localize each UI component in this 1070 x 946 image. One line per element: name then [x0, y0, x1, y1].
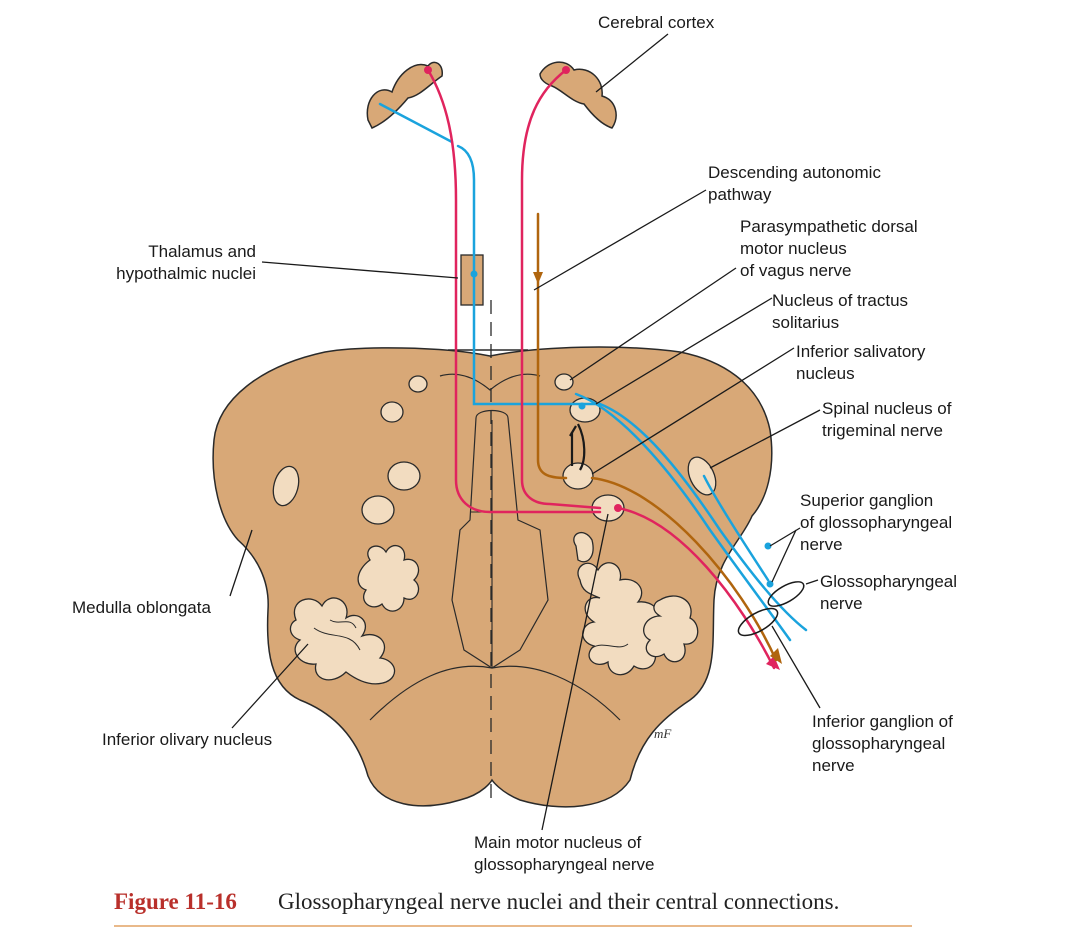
label-thalamus-2: hypothalmic nuclei	[116, 264, 256, 283]
label-spinal-trigeminal-2: trigeminal nerve	[822, 421, 943, 440]
label-inferior-salivatory-2: nucleus	[796, 364, 855, 383]
label-medulla: Medulla oblongata	[72, 598, 211, 617]
leader-lines	[229, 33, 821, 831]
label-cerebral-cortex: Cerebral cortex	[598, 13, 715, 32]
label-main-motor-2: glossopharyngeal nerve	[474, 855, 655, 874]
label-superior-ganglion-1: Superior ganglion	[800, 491, 933, 510]
label-main-motor-1: Main motor nucleus of	[474, 833, 642, 852]
caption-figure-number: Figure 11-16	[114, 889, 237, 914]
label-inferior-ganglion-2: glossopharyngeal	[812, 734, 945, 753]
cerebral-cortex-right	[539, 61, 617, 129]
superior-ganglion-ring	[767, 581, 805, 607]
label-inferior-ganglion-1: Inferior ganglion of	[812, 712, 953, 731]
inferior-olivary-nucleus-left	[289, 544, 420, 685]
nucleus-tractus-solitarius	[569, 397, 601, 423]
label-glossopharyngeal-nerve-2: nerve	[820, 594, 863, 613]
caption-text: Glossopharyngeal nerve nuclei and their …	[278, 889, 839, 914]
thalamus-box	[460, 254, 484, 306]
parasympathetic-dorsal-motor-nucleus	[554, 373, 574, 391]
medulla-oblongata	[212, 300, 773, 808]
label-thalamus-1: Thalamus and	[148, 242, 256, 261]
label-glossopharyngeal-nerve-1: Glossopharyngeal	[820, 572, 957, 591]
label-descending-autonomic-1: Descending autonomic	[708, 163, 881, 182]
inferior-olivary-nucleus-right	[573, 531, 699, 676]
label-superior-ganglion-3: nerve	[800, 535, 843, 554]
label-parasympathetic-2: motor nucleus	[740, 239, 847, 258]
label-inferior-salivatory-1: Inferior salivatory	[796, 342, 926, 361]
label-spinal-trigeminal-1: Spinal nucleus of	[822, 399, 952, 418]
label-parasympathetic-1: Parasympathetic dorsal	[740, 217, 918, 236]
inferior-ganglion-ring	[737, 607, 779, 637]
label-inferior-olivary: Inferior olivary nucleus	[102, 730, 272, 749]
artist-signature: mF	[654, 726, 672, 741]
label-descending-autonomic-2: pathway	[708, 185, 772, 204]
descending-autonomic-pathway	[533, 212, 782, 664]
label-inferior-ganglion-3: nerve	[812, 756, 855, 775]
label-parasympathetic-3: of vagus nerve	[740, 261, 852, 280]
corticobulbar-pathway	[424, 66, 780, 670]
cerebral-cortex-left	[366, 61, 443, 129]
label-tractus-solitarius-1: Nucleus of tractus	[772, 291, 908, 310]
afferent-pathway	[378, 102, 808, 642]
label-tractus-solitarius-2: solitarius	[772, 313, 839, 332]
inferior-salivatory-nucleus	[562, 462, 594, 490]
label-superior-ganglion-2: of glossopharyngeal	[800, 513, 952, 532]
